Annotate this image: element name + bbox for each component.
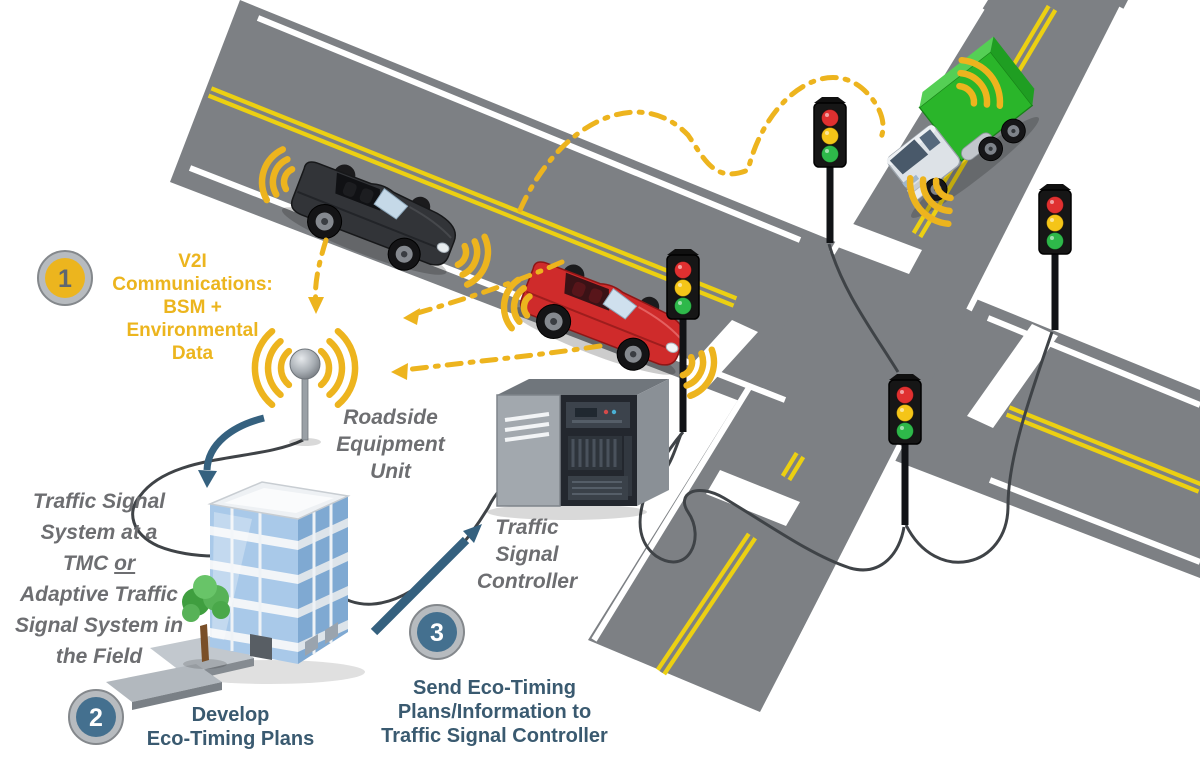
wifi-signal-icon-truck-left [906,175,954,228]
antenna-icon [289,348,321,446]
step-badges: 1 2 3 [37,250,465,745]
tree-icon [182,575,230,669]
wifi-signal-icon-antenna-left [251,327,293,409]
controller-cabinet-icon [487,379,669,520]
wifi-signal-icon-antenna-right [317,327,359,409]
wifi-signal-icon-red-car-right [679,346,718,400]
wifi-signal-icon-red-car-left [500,276,533,332]
traffic-light-icon [813,97,847,243]
wifi-signals [251,56,1004,409]
step2-badge: 2 [68,689,124,745]
step3-badge: 3 [409,604,465,660]
office-building-icon [106,481,365,710]
step1-number: 1 [58,265,72,293]
straight-arrow-icon [370,536,470,636]
flow-arrows [198,414,482,636]
traffic-light-icon [888,374,922,525]
road-edge-lines [188,6,1200,710]
convertible-car-icon-black [281,161,456,275]
wifi-signal-icon-black-car-left [258,146,296,204]
curved-arrow-icon [203,414,265,471]
traffic-light-icon [1038,184,1072,330]
comm-arrowheads [308,297,420,380]
wifi-signal-icon-truck-right [956,56,1004,109]
box-truck-icon [886,36,1040,218]
step1-badge: 1 [37,250,93,306]
step3-number: 3 [430,619,444,647]
dash-dot-comm-lines [308,75,886,380]
convertible-car-icon-red [510,261,685,375]
step2-number: 2 [89,704,103,732]
wifi-signal-icon-black-car-right [454,233,492,288]
cabinet-open-door [496,394,561,507]
cross-road [588,0,1128,712]
